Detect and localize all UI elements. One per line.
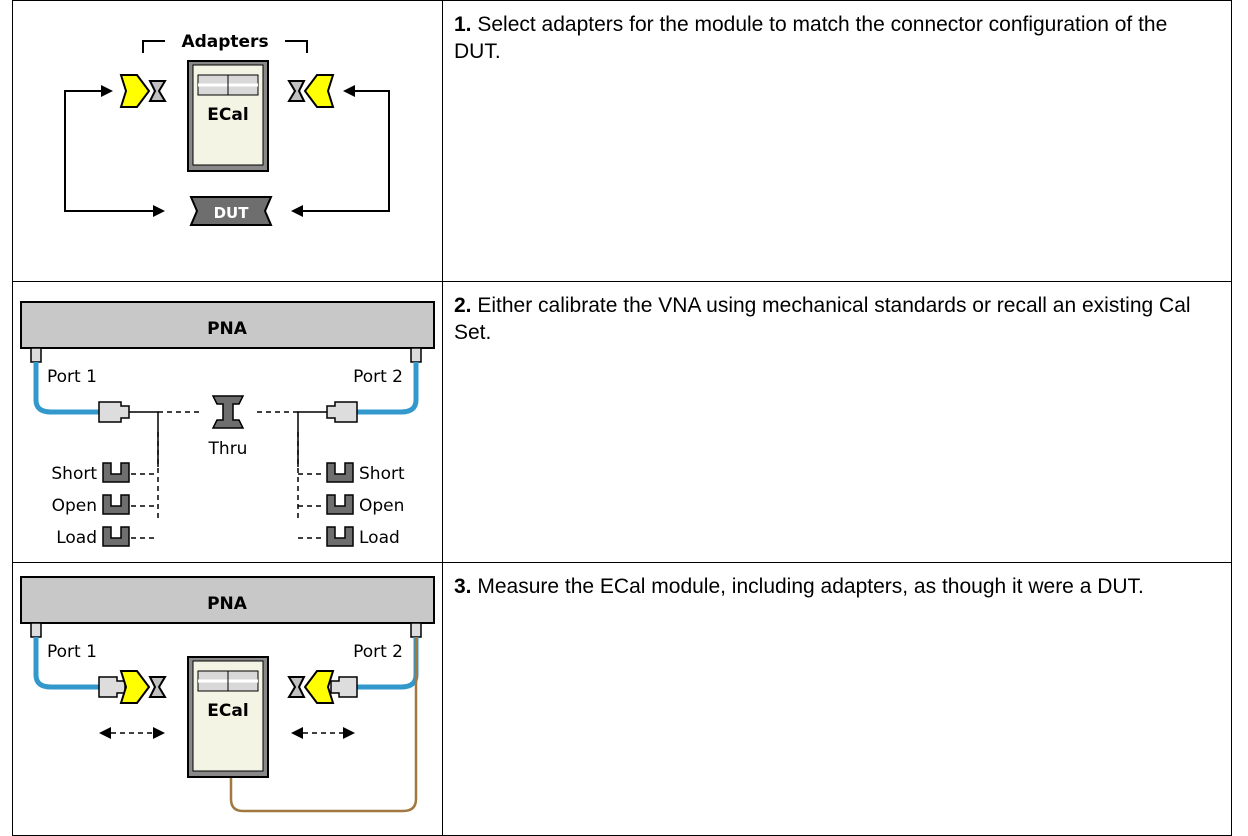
dut-icon <box>189 196 273 226</box>
load-standard-left-icon <box>102 526 130 547</box>
step-1-text-cell: 1. Select adapters for the module to mat… <box>442 0 1232 282</box>
ecal-adapters-diagram: Adapters ECal <box>64 32 390 226</box>
open-label-left: Open <box>52 496 97 516</box>
step-row-2: PNA Port 1 Port 2 Thru <box>12 281 1232 563</box>
step-3-description: 3. Measure the ECal module, including ad… <box>454 573 1219 600</box>
load-standard-right-icon <box>326 526 354 547</box>
thru-label: Thru <box>208 439 248 459</box>
cable-2-end-icon <box>326 401 358 423</box>
step-2-number: 2. <box>454 294 472 317</box>
mechanical-cal-diagram: PNA Port 1 Port 2 Thru <box>20 301 435 548</box>
port-2-label: Port 2 <box>353 642 403 662</box>
short-standard-right-icon <box>326 462 354 483</box>
short-label-left: Short <box>51 464 97 484</box>
pna-label: PNA <box>207 319 248 339</box>
short-standard-left-icon <box>102 462 130 483</box>
step-3-figure: PNA Port 1 Port 2 <box>12 562 443 836</box>
step-row-3: PNA Port 1 Port 2 <box>12 562 1232 836</box>
load-label-right: Load <box>359 528 400 548</box>
adapters-label: Adapters <box>181 32 268 52</box>
left-adapter-icon <box>119 74 151 108</box>
ecal-module-icon <box>187 60 269 172</box>
port-2-label: Port 2 <box>353 367 403 387</box>
steps-table: Adapters ECal <box>12 0 1232 836</box>
load-label-left: Load <box>56 528 97 548</box>
step-1-text: Select adapters for the module to match … <box>454 13 1168 63</box>
right-port-connector-icon <box>287 80 306 102</box>
step-1-number: 1. <box>454 13 472 36</box>
thru-standard-icon <box>211 395 245 429</box>
port-1-label: Port 1 <box>47 367 97 387</box>
cable-2 <box>357 362 419 415</box>
right-adapter-icon <box>303 670 335 704</box>
right-adapter-icon <box>303 74 335 108</box>
open-label-right: Open <box>359 496 404 516</box>
cable-1-end-icon <box>98 401 130 423</box>
step-2-text: Either calibrate the VNA using mechanica… <box>454 294 1191 344</box>
step-row-1: Adapters ECal <box>12 0 1232 282</box>
cable-2-end-icon <box>330 676 358 698</box>
right-double-arrow-icon <box>291 727 355 739</box>
port-1-connector-icon <box>30 622 42 638</box>
port-1-connector-icon <box>30 347 42 363</box>
cable-1 <box>33 637 99 690</box>
open-standard-left-icon <box>102 494 130 515</box>
step-3-text-cell: 3. Measure the ECal module, including ad… <box>442 562 1232 836</box>
ecal-label: ECal <box>207 105 248 125</box>
pna-label: PNA <box>207 594 248 614</box>
measure-ecal-diagram: PNA Port 1 Port 2 <box>20 576 435 813</box>
port-1-label: Port 1 <box>47 642 97 662</box>
pna-bar <box>20 301 435 349</box>
ecal-module-icon <box>187 656 269 778</box>
short-label-right: Short <box>359 464 405 484</box>
step-2-figure: PNA Port 1 Port 2 Thru <box>12 281 443 563</box>
pna-bar <box>20 576 435 624</box>
step-1-figure: Adapters ECal <box>12 0 443 282</box>
left-port-connector-icon <box>148 80 167 102</box>
cable-1 <box>33 362 99 415</box>
dut-label: DUT <box>214 204 250 222</box>
left-adapter-icon <box>119 670 151 704</box>
step-3-number: 3. <box>454 575 472 598</box>
ecal-label: ECal <box>207 701 248 721</box>
port-2-connector-icon <box>410 622 422 638</box>
port-2-connector-icon <box>410 347 422 363</box>
open-standard-right-icon <box>326 494 354 515</box>
step-2-description: 2. Either calibrate the VNA using mechan… <box>454 292 1219 346</box>
left-double-arrow-icon <box>99 727 165 739</box>
step-1-description: 1. Select adapters for the module to mat… <box>454 11 1219 65</box>
step-2-text-cell: 2. Either calibrate the VNA using mechan… <box>442 281 1232 563</box>
step-3-text: Measure the ECal module, including adapt… <box>471 575 1144 598</box>
cable-1-end-icon <box>98 676 126 698</box>
